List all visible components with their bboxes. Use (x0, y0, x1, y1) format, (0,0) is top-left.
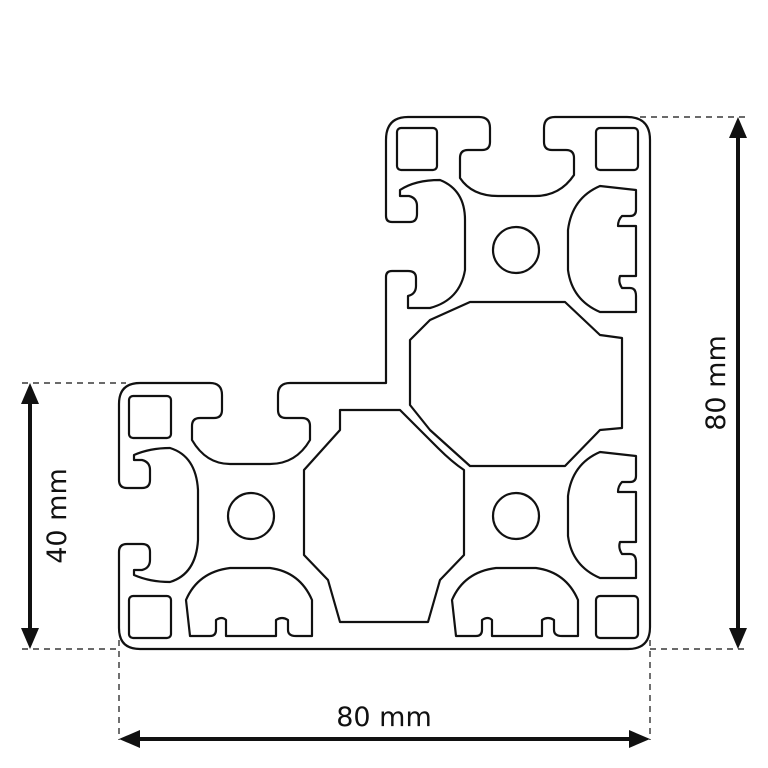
pocket-mid-left (127, 394, 173, 440)
slot-right-upper (566, 184, 638, 314)
pocket-top-right (594, 126, 640, 172)
dimension-label-left: 40 mm (42, 468, 73, 564)
dimension-arrow-right (729, 117, 747, 649)
slot-bottom-right (450, 566, 580, 638)
dimension-arrow-bottom (119, 730, 650, 748)
center-bores (226, 225, 541, 541)
profile-outer-contour (117, 115, 652, 651)
extension-lines (22, 116, 745, 740)
bore-bottom-left (226, 491, 276, 541)
pocket-bottom-right (594, 594, 640, 640)
bore-top-right (491, 225, 541, 275)
pocket-top-left (395, 126, 439, 172)
pocket-bottom-left (127, 594, 173, 640)
bore-bottom-right (491, 491, 541, 541)
corner-pockets (127, 126, 640, 640)
slot-bottom-left (184, 566, 314, 638)
dimension-label-bottom: 80 mm (336, 702, 432, 733)
cavity-upper-right (408, 300, 624, 468)
cavity-lower-left (302, 408, 466, 624)
slot-right-lower (566, 450, 638, 580)
dimension-arrow-left (21, 383, 39, 649)
dimension-label-right: 80 mm (701, 335, 732, 431)
